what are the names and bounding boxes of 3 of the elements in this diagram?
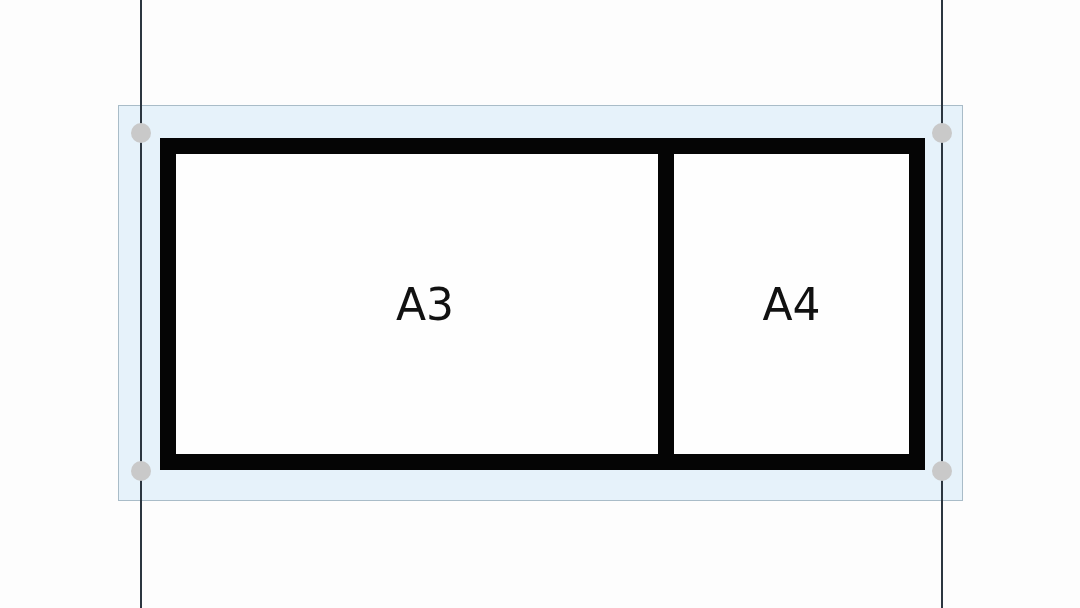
frame-label: A3	[395, 278, 455, 330]
panel-background	[118, 105, 963, 501]
frame-label: A4	[762, 278, 821, 330]
